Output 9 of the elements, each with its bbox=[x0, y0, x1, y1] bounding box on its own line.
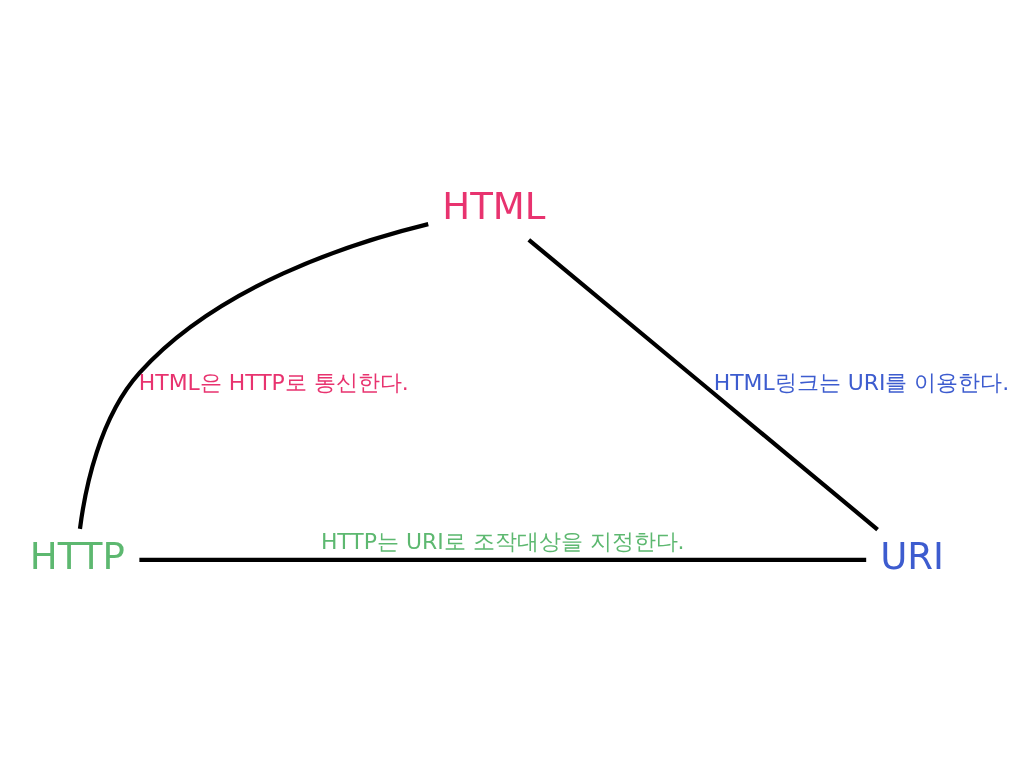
edge-label: HTTP는 URI로 조작대상을 지정한다. bbox=[320, 528, 685, 554]
node-text: URI bbox=[880, 534, 945, 578]
connector bbox=[527, 237, 879, 531]
edge-label: HTML링크는 URI를 이용한다. bbox=[713, 369, 1010, 395]
connector bbox=[77, 221, 429, 529]
edge-label: HTML은 HTTP로 통신한다. bbox=[138, 369, 409, 395]
node-text: HTML bbox=[442, 184, 546, 228]
connector bbox=[139, 557, 867, 562]
node-text: HTTP bbox=[29, 534, 125, 578]
